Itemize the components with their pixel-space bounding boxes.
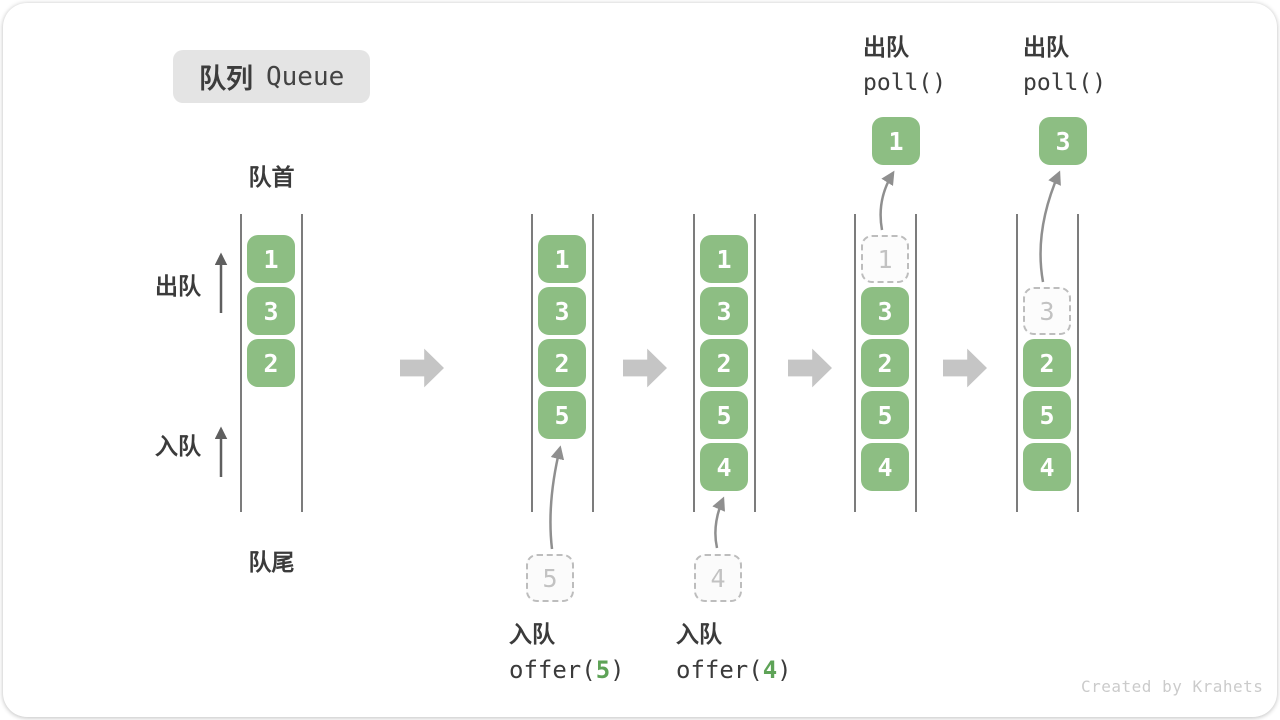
dequeue-op-label: 出队 poll() xyxy=(863,33,946,97)
queue-cell: 2 xyxy=(247,339,295,387)
queue-column-5: 3 2 5 4 xyxy=(1016,214,1079,512)
title-en: Queue xyxy=(266,61,345,92)
label-queue-rear: 队尾 xyxy=(248,549,295,575)
transition-arrow-icon xyxy=(788,348,832,388)
queue-cell: 4 xyxy=(700,443,748,491)
op-code: offer(5) xyxy=(509,656,625,684)
queue-cell-removed: 3 xyxy=(1023,287,1071,335)
op-arg: 5 xyxy=(595,656,611,684)
title-zh: 队列 xyxy=(199,64,253,94)
op-arg: 4 xyxy=(762,656,778,684)
queue-cell: 5 xyxy=(700,391,748,439)
queue-cell: 4 xyxy=(861,443,909,491)
transition-arrow-icon xyxy=(400,348,444,388)
diagram-card: 队列 Queue 队首 队尾 出队 入队 1 3 2 1 3 2 5 1 3 2… xyxy=(3,3,1277,717)
queue-cell: 3 xyxy=(247,287,295,335)
queue-column-1: 1 3 2 xyxy=(240,214,303,512)
enqueue-op-label: 入队 offer(4) xyxy=(676,620,792,684)
enqueue-op-label: 入队 offer(5) xyxy=(509,620,625,684)
label-dequeue: 出队 xyxy=(155,273,201,299)
queue-cell: 3 xyxy=(700,287,748,335)
queue-cell: 5 xyxy=(861,391,909,439)
popped-cell: 3 xyxy=(1039,117,1087,165)
watermark: Created by Krahets xyxy=(1081,677,1264,696)
queue-column-3: 1 3 2 5 4 xyxy=(693,214,756,512)
op-code: poll() xyxy=(863,70,947,96)
queue-cell: 1 xyxy=(700,235,748,283)
queue-cell: 1 xyxy=(538,235,586,283)
queue-cell: 2 xyxy=(538,339,586,387)
queue-cell: 5 xyxy=(1023,391,1071,439)
queue-cell: 5 xyxy=(538,391,586,439)
op-name: 出队 xyxy=(863,34,909,60)
queue-cell-removed: 1 xyxy=(861,235,909,283)
queue-cell: 3 xyxy=(861,287,909,335)
queue-column-2: 1 3 2 5 xyxy=(531,214,594,512)
transition-arrow-icon xyxy=(623,348,667,388)
queue-column-4: 1 3 2 5 4 xyxy=(854,214,917,512)
queue-cell: 4 xyxy=(1023,443,1071,491)
op-name: 入队 xyxy=(509,621,555,647)
queue-cell: 3 xyxy=(538,287,586,335)
op-code: offer(4) xyxy=(676,656,792,684)
op-name: 出队 xyxy=(1023,34,1069,60)
popped-cell: 1 xyxy=(872,117,920,165)
label-enqueue: 入队 xyxy=(155,433,201,459)
queue-cell: 1 xyxy=(247,235,295,283)
label-queue-front: 队首 xyxy=(248,164,295,190)
op-name: 入队 xyxy=(676,621,722,647)
op-code: poll() xyxy=(1023,70,1107,96)
incoming-cell: 5 xyxy=(526,554,574,602)
title-badge: 队列 Queue xyxy=(173,50,371,103)
queue-cell: 2 xyxy=(1023,339,1071,387)
queue-cell: 2 xyxy=(861,339,909,387)
transition-arrow-icon xyxy=(943,348,987,388)
incoming-cell: 4 xyxy=(694,554,742,602)
queue-cell: 2 xyxy=(700,339,748,387)
dequeue-op-label: 出队 poll() xyxy=(1023,33,1106,97)
